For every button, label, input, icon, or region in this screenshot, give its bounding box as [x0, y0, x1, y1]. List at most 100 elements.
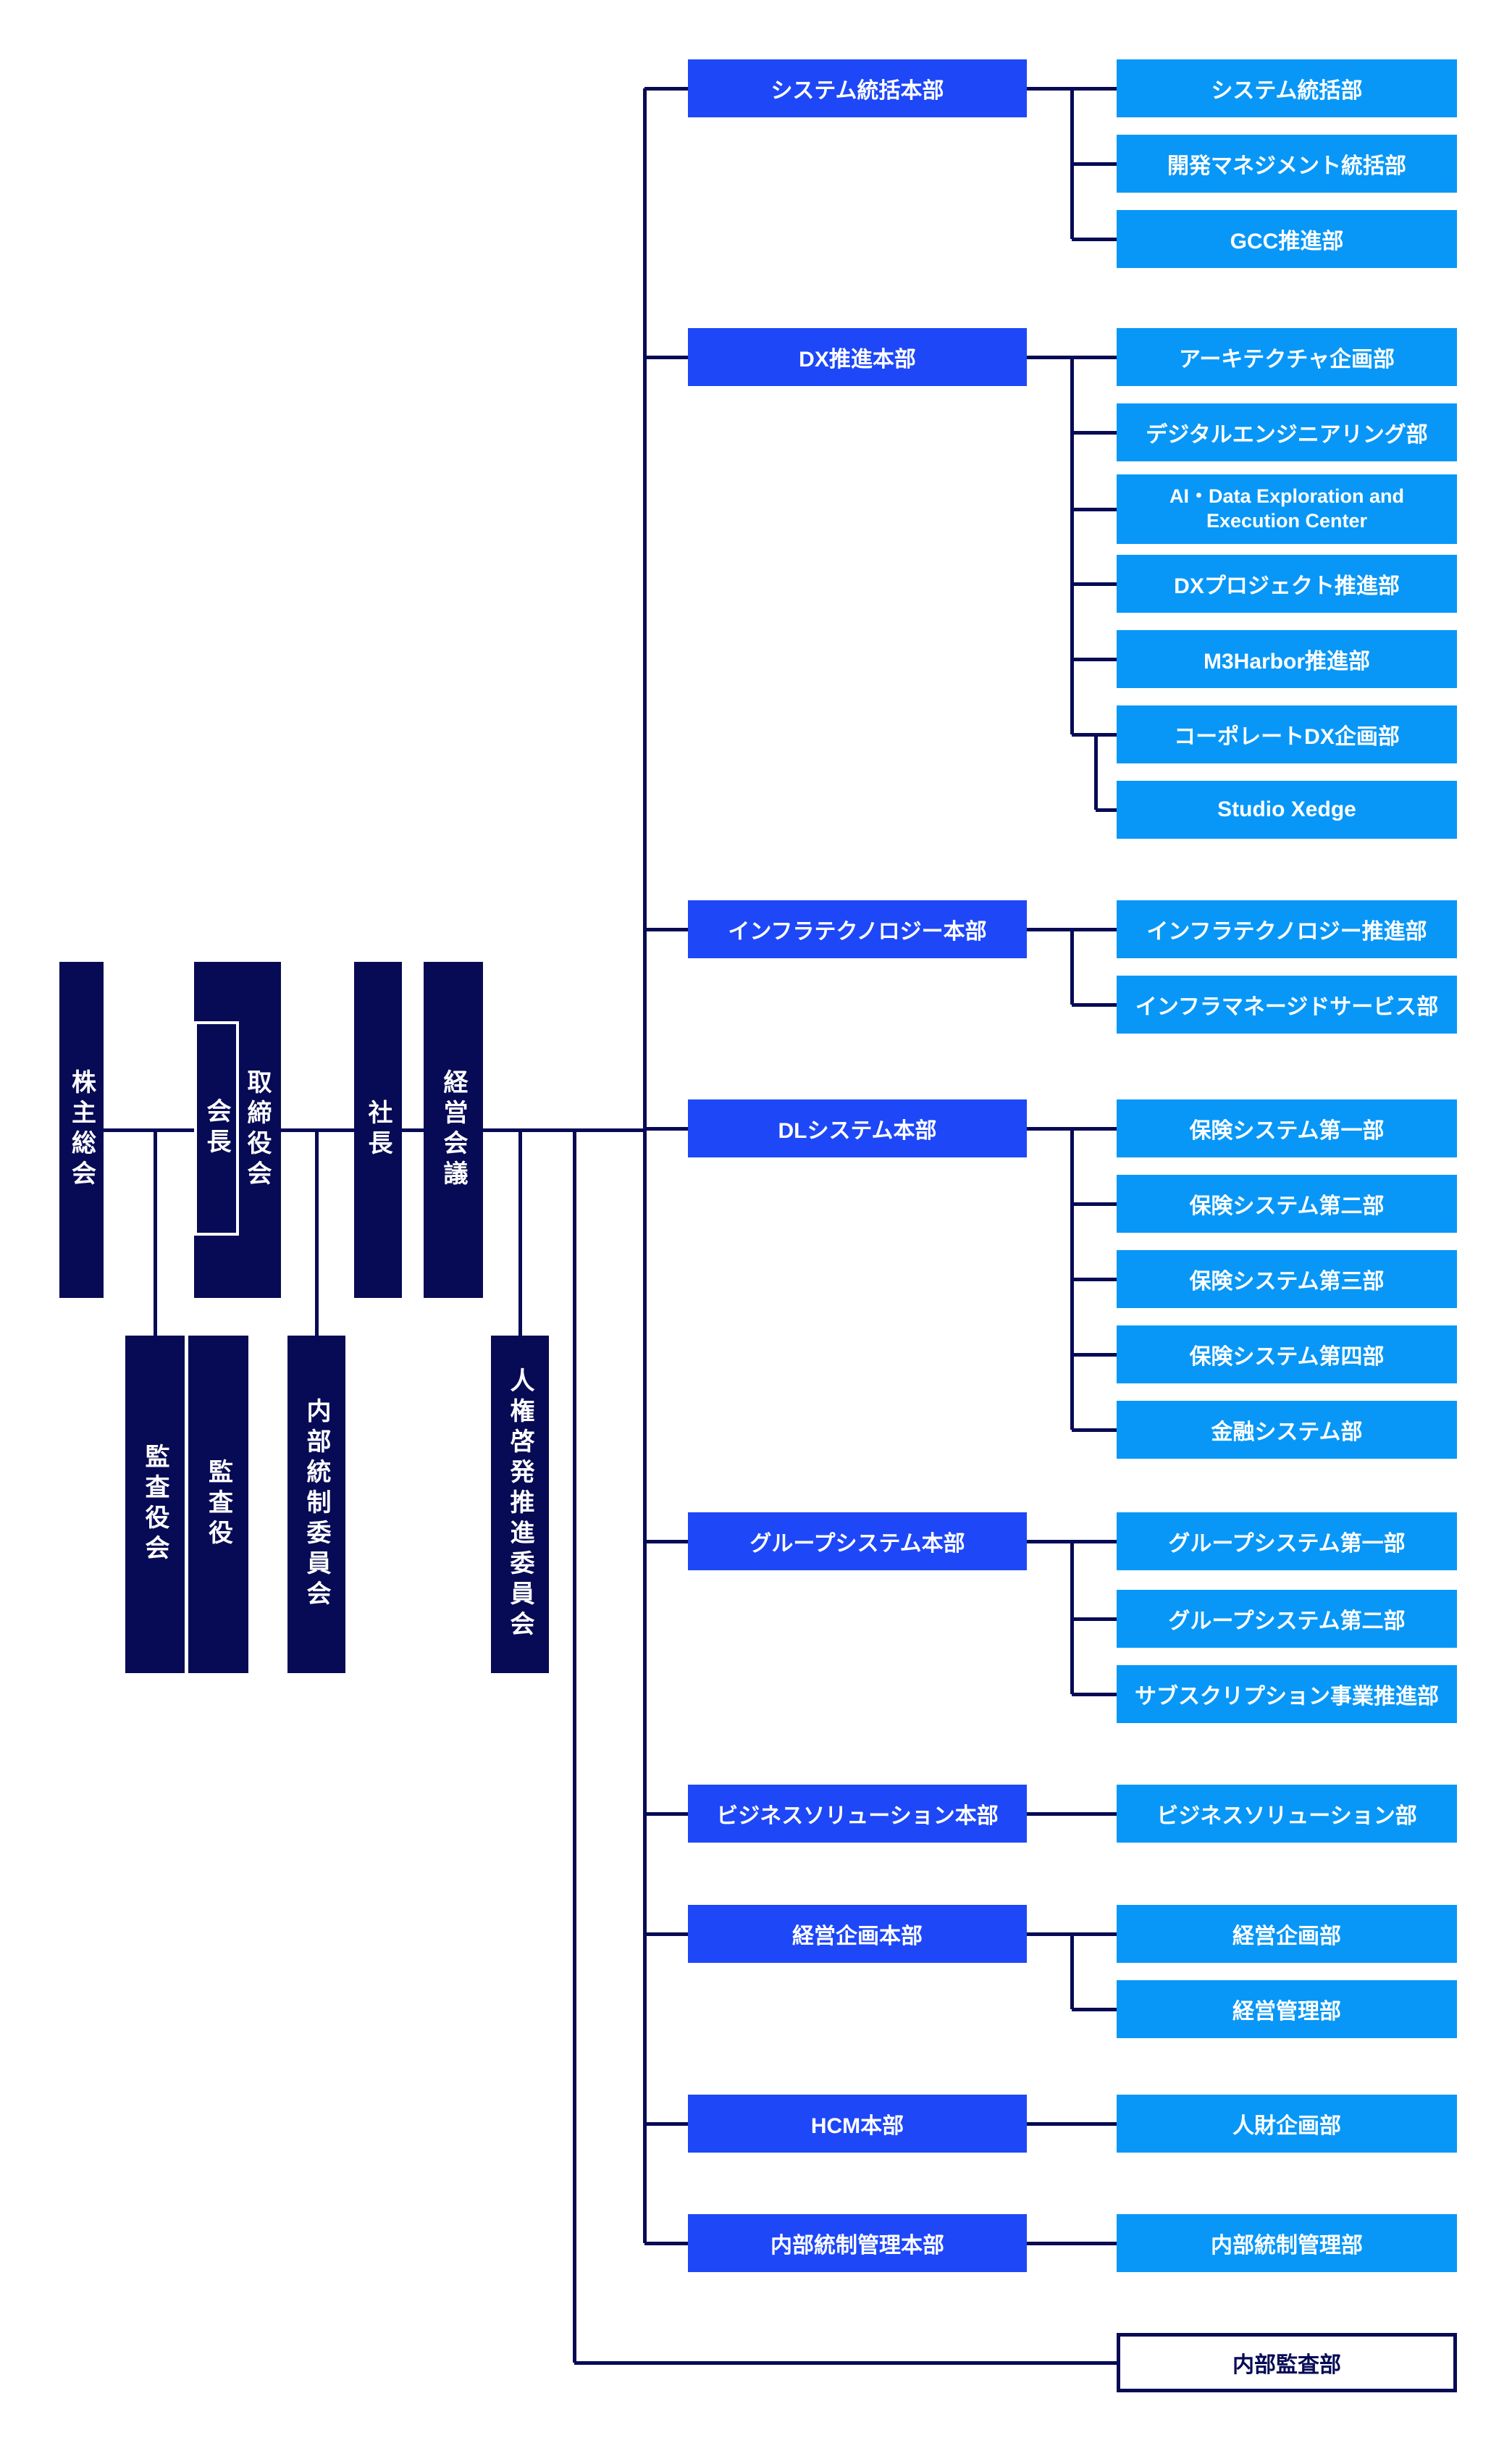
node-label: システム統括本部: [770, 79, 944, 103]
node-label: グループシステム第一部: [1168, 1532, 1406, 1556]
connector-line: [644, 1812, 688, 1816]
node-label: サブスクリプション事業推進部: [1135, 1685, 1439, 1709]
node-dept-insurance-system-4: 保険システム第四部: [1117, 1325, 1457, 1383]
node-dept-hr-planning: 人財企画部: [1117, 2095, 1457, 2153]
connector-line: [644, 1540, 688, 1543]
node-dept-gcc-promotion: GCC推進部: [1117, 210, 1457, 268]
node-dept-internal-control-mgmt: 内部統制管理部: [1117, 2214, 1457, 2272]
node-label: 監査役: [204, 1459, 232, 1550]
node-dept-corporate-dx: コーポレートDX企画部: [1117, 705, 1457, 763]
node-president: 社長: [354, 962, 402, 1298]
connector-line: [1027, 356, 1072, 359]
node-label: 開発マネジメント統括部: [1167, 154, 1406, 178]
node-label: GCC推進部: [1230, 230, 1344, 254]
node-dept-infra-promotion: インフラテクノロジー推進部: [1117, 900, 1457, 958]
node-hq-internal-control-mgmt: 内部統制管理本部: [688, 2214, 1027, 2272]
node-label: Studio Xedge: [1217, 797, 1356, 821]
node-label: 人財企画部: [1232, 2114, 1341, 2138]
node-label: 金融システム部: [1211, 1420, 1363, 1444]
connector-line: [1072, 1353, 1117, 1357]
node-hq-system-control: システム統括本部: [688, 59, 1027, 117]
node-label: 保険システム第四部: [1189, 1345, 1385, 1369]
node-dept-group-system-2: グループシステム第二部: [1117, 1590, 1457, 1648]
node-dept-studio-xedge: Studio Xedge: [1117, 781, 1457, 839]
node-label: 社長: [364, 1099, 392, 1160]
node-management-meeting: 経営会議: [424, 962, 483, 1298]
connector-line: [644, 87, 688, 91]
connector-line: [644, 1127, 688, 1131]
connector-line: [1070, 357, 1074, 734]
connector-line: [1027, 1127, 1072, 1131]
node-label: 保険システム第二部: [1189, 1194, 1385, 1218]
connector-line: [315, 1130, 319, 1336]
node-label: デジタルエンジニアリング部: [1146, 423, 1428, 447]
node-label: インフラマネージドサービス部: [1135, 995, 1439, 1019]
node-label: 経営企画部: [1232, 1924, 1341, 1948]
connector-line: [1072, 1932, 1117, 1936]
connector-line: [1072, 582, 1117, 586]
node-dept-digital-engineering: デジタルエンジニアリング部: [1117, 403, 1457, 461]
node-dept-subscription-business: サブスクリプション事業推進部: [1117, 1665, 1457, 1723]
connector-line: [1072, 238, 1117, 241]
connector-line: [644, 2242, 688, 2245]
node-label: グループシステム本部: [749, 1532, 965, 1556]
node-dept-m3harbor: M3Harbor推進部: [1117, 630, 1457, 688]
node-hq-infra-technology: インフラテクノロジー本部: [688, 900, 1027, 958]
node-label: 経営会議: [440, 1069, 467, 1191]
node-label: インフラテクノロジー推進部: [1146, 920, 1427, 944]
node-dept-architecture-planning: アーキテクチャ企画部: [1117, 328, 1457, 386]
node-label: 経営管理部: [1232, 2000, 1341, 2024]
connector-line: [1027, 1540, 1072, 1543]
connector-line: [1027, 1932, 1072, 1936]
node-label: 株主総会: [67, 1069, 96, 1191]
node-hq-dl-system: DLシステム本部: [688, 1099, 1027, 1157]
connector-line: [1094, 734, 1098, 810]
node-hq-corporate-planning: 経営企画本部: [688, 1905, 1027, 1963]
node-internal-control-committee: 内部統制委員会: [287, 1336, 345, 1673]
connector-line: [1072, 1540, 1117, 1543]
node-label: インフラテクノロジー本部: [728, 920, 987, 944]
connector-line: [154, 1130, 157, 1336]
connector-line: [1072, 928, 1117, 931]
node-dept-dev-management: 開発マネジメント統括部: [1117, 135, 1457, 193]
connector-line: [1072, 1617, 1117, 1621]
connector-line: [1072, 2008, 1117, 2011]
connector-line: [1072, 1693, 1117, 1696]
node-label: 内部統制管理部: [1211, 2234, 1363, 2258]
node-label: グループシステム第二部: [1168, 1609, 1406, 1633]
node-dept-business-solution: ビジネスソリューション部: [1117, 1785, 1457, 1843]
connector-line: [1072, 1202, 1117, 1206]
node-label: 取締役会: [243, 1069, 271, 1191]
node-label: システム統括部: [1211, 79, 1363, 103]
node-label: 会長: [203, 1098, 230, 1159]
connector-line: [1070, 929, 1074, 1005]
node-shareholders-meeting: 株主総会: [59, 962, 104, 1298]
node-dept-financial-system: 金融システム部: [1117, 1401, 1457, 1459]
connector-line: [643, 88, 647, 2243]
node-label: 内部統制委員会: [303, 1398, 330, 1611]
node-label: コーポレートDX企画部: [1174, 725, 1400, 749]
node-label: アーキテクチャ企画部: [1179, 348, 1395, 372]
node-dept-infra-managed-service: インフラマネージドサービス部: [1117, 976, 1457, 1034]
connector-line: [1072, 1278, 1117, 1281]
node-label: DX推進本部: [799, 348, 916, 372]
connector-line: [644, 1932, 688, 1936]
node-label: 人権啓発推進委員会: [506, 1367, 534, 1641]
node-audit-and-supervisory-board: 監査役会: [125, 1336, 185, 1673]
node-dept-group-system-1: グループシステム第一部: [1117, 1512, 1457, 1570]
connector-line: [644, 356, 688, 359]
node-label: 監査役会: [141, 1444, 169, 1565]
connector-line: [1070, 1934, 1074, 2009]
node-hq-dx-promotion: DX推進本部: [688, 328, 1027, 386]
node-auditors: 監査役: [188, 1336, 248, 1673]
node-label: 内部監査部: [1232, 2353, 1341, 2377]
node-chairman: 会長: [194, 1021, 239, 1236]
connector-line: [574, 2361, 1117, 2365]
node-label: 保険システム第三部: [1189, 1270, 1385, 1294]
connector-line: [1027, 1812, 1117, 1816]
node-label: ビジネスソリューション本部: [716, 1804, 999, 1828]
node-label: AI・Data Exploration and Execution Center: [1169, 485, 1405, 532]
node-internal-audit: 内部監査部: [1117, 2333, 1457, 2392]
node-dept-corporate-planning: 経営企画部: [1117, 1905, 1457, 1963]
